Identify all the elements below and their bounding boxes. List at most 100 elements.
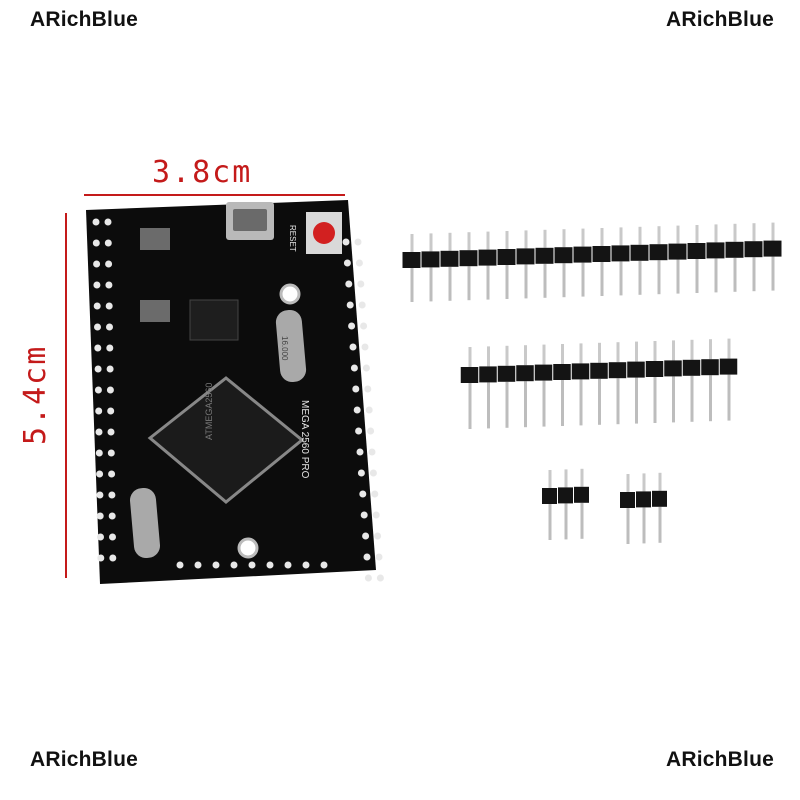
pin-hole	[108, 512, 116, 520]
header-pin	[619, 227, 623, 246]
pin-hole	[106, 386, 114, 394]
header-plastic	[478, 249, 497, 266]
pin-hole	[358, 301, 366, 309]
pin-hole	[93, 302, 101, 310]
header-pin	[642, 473, 646, 492]
pin-hole	[374, 532, 382, 540]
pin-hole	[356, 448, 364, 456]
pin-hole	[343, 259, 351, 267]
pin-hole	[93, 260, 101, 268]
header-pin	[543, 263, 547, 298]
header-pin	[709, 375, 712, 422]
pin-hole	[362, 532, 370, 540]
header-plastic	[573, 246, 592, 263]
header-plastic	[652, 490, 667, 507]
header-plastic	[664, 360, 682, 377]
pin-hole	[362, 364, 370, 372]
pin-hole	[363, 553, 371, 561]
header-pin	[505, 381, 509, 428]
header-pin	[561, 344, 564, 364]
header-plastic	[535, 247, 554, 264]
header-pin	[561, 380, 564, 426]
header-pin	[548, 504, 552, 540]
header-pin	[635, 341, 638, 362]
pin-hole	[365, 406, 373, 414]
pin-hole	[94, 365, 102, 373]
header-plastic	[645, 361, 664, 377]
header-pin	[524, 230, 528, 249]
header-pin	[410, 234, 414, 252]
header-pin	[486, 265, 490, 300]
header-pin	[616, 378, 620, 425]
pin-hole	[106, 323, 113, 331]
header-pin	[487, 346, 490, 367]
pcb-board: RESET 16.000 ATMEGA2560 MEGA 2560 PRO	[86, 200, 384, 584]
pin-hole	[92, 239, 100, 247]
pin-hole	[93, 281, 101, 289]
pin-hole	[106, 344, 114, 352]
header-pin	[524, 264, 528, 299]
pin-hole	[104, 239, 112, 247]
header-plastic	[649, 244, 668, 261]
header-pin	[579, 379, 583, 426]
pin-hole	[105, 281, 113, 289]
header-plastic	[668, 243, 687, 260]
pin-hole	[355, 427, 363, 435]
header-pins-long	[402, 222, 782, 302]
pin-hole	[94, 344, 102, 352]
header-plastic	[421, 251, 440, 268]
header-pin	[468, 383, 472, 429]
pin-hole	[95, 407, 103, 415]
header-pin	[672, 340, 675, 361]
header-pin	[524, 381, 527, 428]
header-pin	[657, 260, 661, 295]
header-pin	[542, 380, 546, 427]
header-pin	[733, 223, 737, 242]
header-pin	[727, 338, 731, 359]
pin-hole	[359, 490, 367, 498]
header-plastic	[479, 366, 497, 383]
pin-hole	[97, 554, 105, 562]
header-pin	[752, 223, 756, 242]
pin-hole	[367, 427, 375, 435]
pin-hole	[109, 554, 117, 562]
header-pin	[714, 224, 718, 243]
pin-hole	[107, 428, 115, 436]
model-label: MEGA 2560 PRO	[299, 400, 310, 479]
header-pin	[580, 502, 584, 539]
header-pin	[448, 266, 452, 301]
pin-hole	[368, 448, 376, 456]
header-pin	[467, 232, 471, 251]
pin-hole	[342, 238, 350, 246]
pin-hole	[371, 490, 379, 498]
pin-hole	[96, 512, 104, 520]
header-pin	[548, 470, 552, 488]
header-plastic	[592, 246, 611, 262]
header-plastic	[763, 240, 782, 257]
pin-hole	[94, 323, 101, 331]
header-pin	[690, 375, 694, 422]
header-plastic	[558, 487, 573, 504]
mounting-hole-bottom	[237, 537, 259, 559]
pin-hole	[350, 364, 358, 372]
pin-hole	[361, 343, 369, 351]
header-plastic	[440, 250, 459, 267]
header-pin	[562, 263, 566, 298]
header-pin	[653, 377, 657, 423]
chip-label: ATMEGA2560	[204, 383, 214, 440]
header-pin	[486, 231, 490, 250]
header-pin	[410, 268, 414, 302]
mounting-hole-top	[279, 283, 301, 305]
header-pin	[429, 267, 433, 302]
watermark-top-right: ARichBlue	[666, 8, 774, 31]
header-plastic	[627, 361, 645, 378]
header-pin	[635, 377, 638, 424]
pin-hole	[302, 561, 310, 569]
pin-hole	[349, 343, 357, 351]
header-pin	[524, 345, 527, 366]
reset-label: RESET	[288, 225, 297, 252]
header-pin	[771, 222, 775, 241]
header-pin	[638, 260, 642, 295]
crystal-2	[129, 488, 161, 558]
pin-hole	[104, 218, 112, 226]
